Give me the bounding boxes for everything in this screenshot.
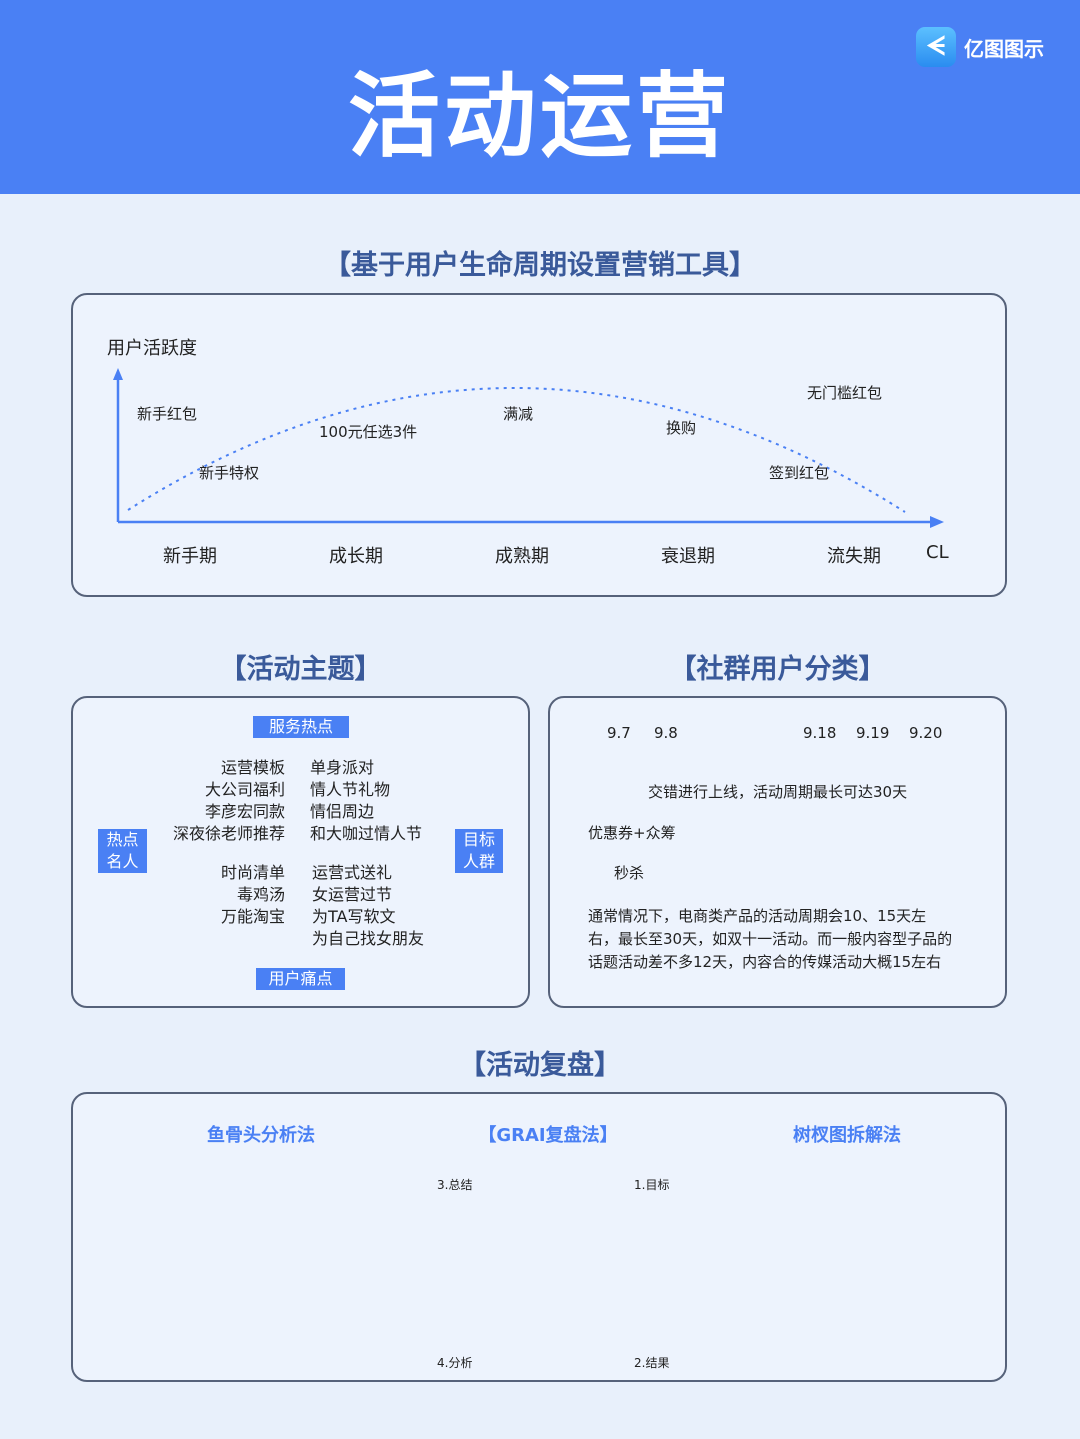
theme-section-title: 【活动主题】 xyxy=(219,654,382,685)
note-line: 右，最长至30天，如双十一活动。而一般内容型子品的 xyxy=(588,930,953,948)
timeline-date: 9.19 xyxy=(856,724,890,742)
x-axis-end-label: CL xyxy=(926,542,949,563)
lifecycle-panel xyxy=(71,293,1007,597)
logo-icon: ᗕ xyxy=(916,27,956,67)
grai-title: 【GRAI复盘法】 xyxy=(478,1125,618,1146)
logo: ᗕ 亿图图示 xyxy=(916,27,1044,67)
flash-sale-label: 秒杀 xyxy=(614,864,645,882)
theme-item: 时尚清单 xyxy=(220,863,285,882)
tag-user-pain-point: 用户痛点 xyxy=(256,968,345,990)
theme-item: 大公司福利 xyxy=(204,780,285,799)
timeline-date: 9.7 xyxy=(607,724,631,742)
lifecycle-section-title: 【基于用户生命周期设置营销工具】 xyxy=(324,250,756,281)
marketing-tool-label: 换购 xyxy=(666,419,697,437)
marketing-tool-label: 无门槛红包 xyxy=(807,384,883,402)
review-section-title: 【活动复盘】 xyxy=(459,1050,621,1081)
theme-item: 李彦宏同款 xyxy=(204,802,285,821)
timeline-date: 9.8 xyxy=(654,724,678,742)
timeline-date: 9.18 xyxy=(803,724,837,742)
fishbone-title: 鱼骨头分析法 xyxy=(207,1125,315,1146)
theme-item: 深夜徐老师推荐 xyxy=(172,824,285,843)
y-axis-label: 用户活跃度 xyxy=(107,338,197,359)
stage-label: 成熟期 xyxy=(495,546,549,567)
header-banner xyxy=(0,0,1080,194)
marketing-tool-label: 新手特权 xyxy=(199,464,260,482)
community-note: 通常情况下，电商类产品的活动周期会10、15天左 右，最长至30天，如双十一活动… xyxy=(588,905,952,974)
tag-service-hotspot: 服务热点 xyxy=(253,716,349,738)
community-section-title: 【社群用户分类】 xyxy=(669,654,886,685)
theme-item: 单身派对 xyxy=(310,758,375,777)
community-panel xyxy=(548,696,1007,1008)
stage-label: 新手期 xyxy=(163,546,217,567)
theme-quadrant: 运营模板大公司福利李彦宏同款深夜徐老师推荐 xyxy=(173,757,285,845)
tag-line: 人群 xyxy=(462,852,495,871)
theme-item: 运营模板 xyxy=(220,758,285,777)
marketing-tool-label: 新手红包 xyxy=(137,405,198,423)
grai-label-summary: 3.总结 xyxy=(437,1178,473,1192)
theme-quadrant: 单身派对情人节礼物情侣周边和大咖过情人节 xyxy=(310,757,422,845)
marketing-tool-label: 满减 xyxy=(503,405,534,423)
theme-item: 运营式送礼 xyxy=(312,863,393,882)
marketing-tool-label: 100元任选3件 xyxy=(319,423,418,441)
note-line: 通常情况下，电商类产品的活动周期会10、15天左 xyxy=(588,907,927,925)
logo-text: 亿图图示 xyxy=(964,36,1044,61)
stage-label: 衰退期 xyxy=(661,546,715,567)
theme-panel xyxy=(71,696,530,1008)
coupon-crowdfund-label: 优惠券+众筹 xyxy=(588,824,676,842)
tag-line: 热点 xyxy=(106,830,139,849)
stage-label: 成长期 xyxy=(329,546,383,567)
timeline-date: 9.20 xyxy=(909,724,943,742)
tag-line: 名人 xyxy=(106,852,139,871)
theme-item: 为TA写软文 xyxy=(312,907,396,926)
marketing-tool-label: 签到红包 xyxy=(769,464,830,482)
grai-label-analysis: 4.分析 xyxy=(437,1356,473,1370)
tag-hot-celebrity: 热点名人 xyxy=(98,829,147,873)
activity-curve xyxy=(127,387,906,513)
theme-item: 情侣周边 xyxy=(310,802,375,821)
theme-item: 女运营过节 xyxy=(312,885,393,904)
grai-label-result: 2.结果 xyxy=(634,1356,670,1370)
theme-item: 和大咖过情人节 xyxy=(310,824,423,843)
note-line: 话题活动差不多12天，内容合的传媒活动大概15左右 xyxy=(588,953,942,971)
theme-item: 情人节礼物 xyxy=(310,780,391,799)
tag-target-group: 目标人群 xyxy=(455,829,503,873)
grai-label-goal: 1.目标 xyxy=(634,1178,670,1192)
theme-item: 为自己找女朋友 xyxy=(312,929,425,948)
theme-item: 毒鸡汤 xyxy=(236,885,285,904)
tag-line: 目标 xyxy=(462,830,495,849)
page-title: 活动运营 xyxy=(347,63,732,170)
theme-quadrant: 时尚清单毒鸡汤万能淘宝 xyxy=(221,862,285,928)
stage-label: 流失期 xyxy=(827,546,881,567)
review-panel xyxy=(71,1092,1007,1382)
tree-title: 树杈图拆解法 xyxy=(793,1125,901,1146)
theme-quadrant: 运营式送礼女运营过节为TA写软文为自己找女朋友 xyxy=(312,862,424,950)
theme-item: 万能淘宝 xyxy=(220,907,285,926)
timeline-caption: 交错进行上线，活动周期最长可达30天 xyxy=(648,783,908,801)
